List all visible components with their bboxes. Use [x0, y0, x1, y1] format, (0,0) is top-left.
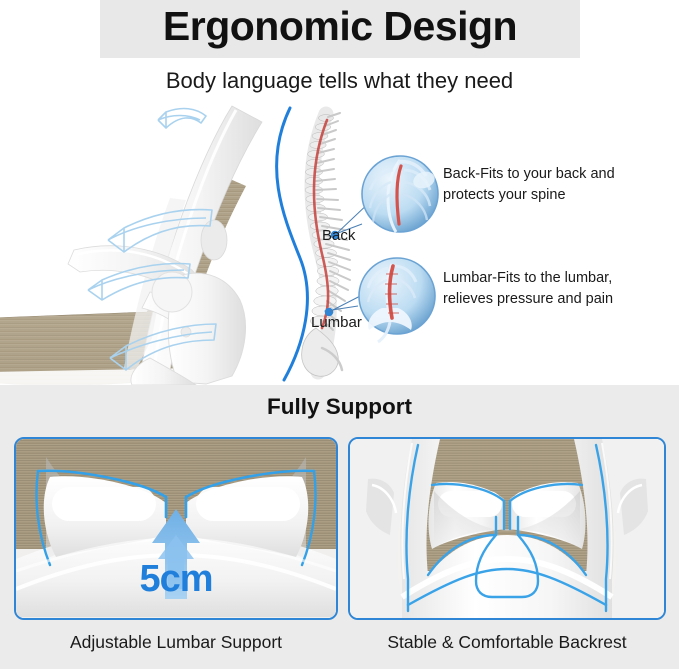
callout-text-back: Back-Fits to your back and protects your… — [443, 166, 615, 203]
section-title: Fully Support — [267, 394, 412, 419]
spine-illustration — [301, 106, 351, 380]
page-title: Ergonomic Design — [162, 3, 518, 49]
posture-curve-line — [275, 106, 309, 382]
callout-thumbnail-lumbar — [358, 257, 436, 344]
spine-label-lines — [331, 223, 363, 311]
panel-adjustable-lumbar-support — [14, 437, 338, 620]
caption-adjustable-lumbar-support: Adjustable Lumbar Support — [69, 632, 283, 652]
title-band — [100, 0, 580, 58]
chair-pivot-hub — [151, 219, 246, 385]
chair-base-post — [130, 357, 197, 385]
lumbar-adjust-arrow — [152, 509, 200, 599]
callout-text-lumbar: Lumbar-Fits to the lumbar, relieves pres… — [443, 270, 614, 307]
page-subtitle: Body language tells what they need — [165, 68, 514, 93]
panel-stable-comfortable-backrest — [348, 437, 666, 620]
spine-label-lumbar: Lumbar — [311, 314, 362, 331]
spine-label-back: Back — [322, 227, 356, 244]
caption-stable-comfortable-backrest: Stable & Comfortable Backrest — [387, 632, 627, 652]
airflow-arrows — [87, 107, 217, 371]
ergonomic-diagram — [0, 100, 679, 385]
callout-thumbnail-back — [361, 155, 439, 233]
